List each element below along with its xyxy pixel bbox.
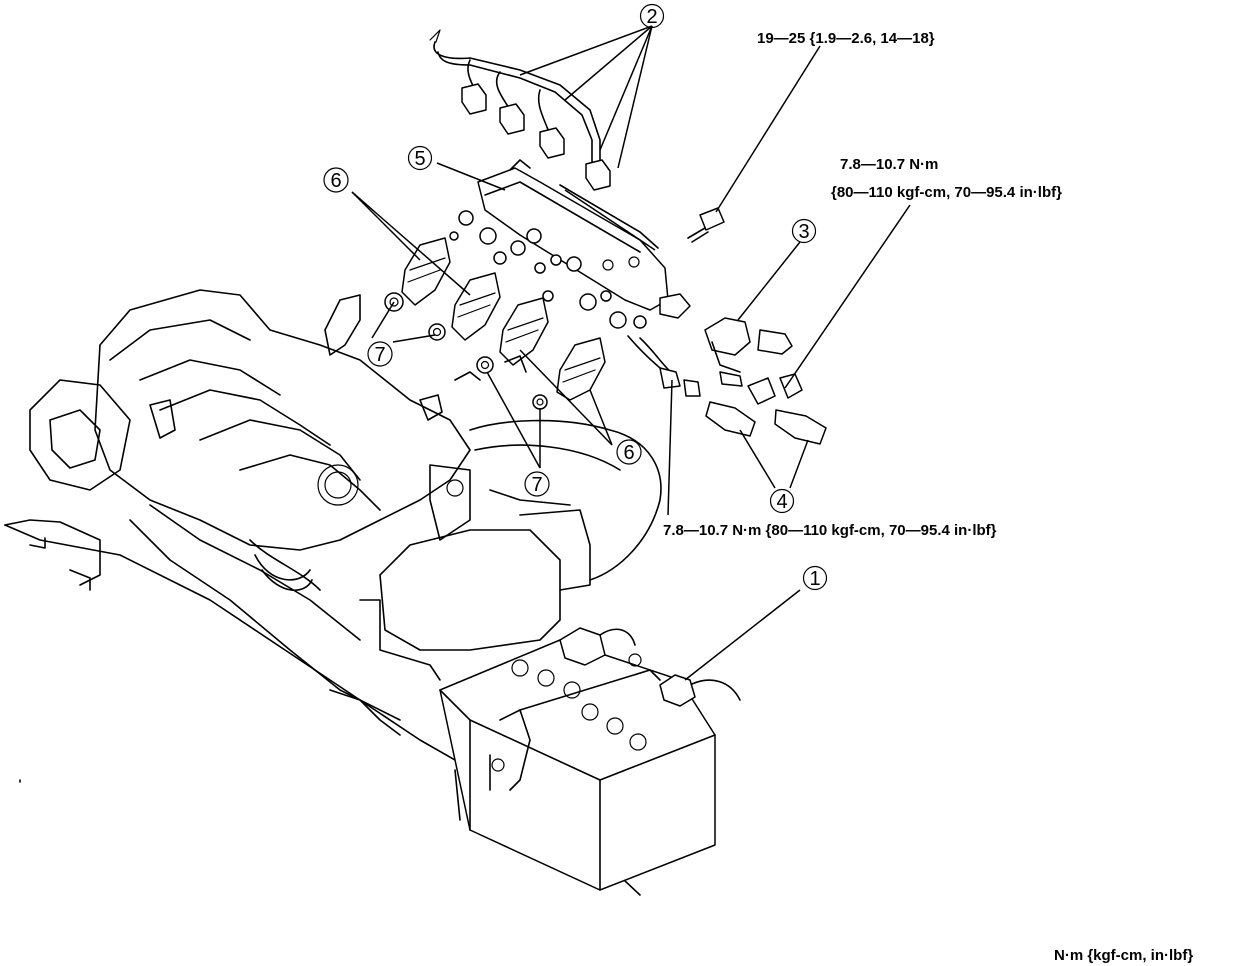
injector — [499, 297, 549, 366]
callout-number: 6 — [330, 170, 341, 192]
leader-lines — [351, 25, 911, 681]
callout-number: 2 — [646, 6, 657, 28]
battery — [439, 627, 741, 891]
torque-label-bolt: 19—25 {1.9—2.6, 14—18} — [757, 30, 935, 47]
injector — [451, 272, 501, 341]
callout-4: 4 — [769, 488, 795, 514]
callout-number: 7 — [531, 474, 542, 496]
engine-brackets — [324, 294, 527, 421]
fuel-hoses — [627, 293, 827, 445]
callout-2: 2 — [639, 3, 665, 29]
callout-number: 3 — [798, 221, 809, 243]
callout-7-right: 7 — [524, 471, 550, 497]
callout-number: 6 — [623, 442, 634, 464]
callout-6-left: 6 — [323, 167, 349, 193]
callout-5: 5 — [407, 145, 433, 171]
callout-number: 4 — [776, 491, 787, 513]
callout-number: 1 — [809, 568, 820, 590]
pressure-regulator — [704, 317, 793, 373]
torque-label-regulator-line2: {80—110 kgf-cm, 70—95.4 in·lbf} — [831, 184, 1062, 201]
delivery-pipe-bolt — [687, 207, 725, 243]
units-note: N·m {kgf-cm, in·lbf} — [1054, 947, 1193, 964]
callout-number: 7 — [374, 344, 385, 366]
callout-7-left: 7 — [367, 341, 393, 367]
callout-6-right: 6 — [616, 439, 642, 465]
fuel-injectors — [401, 210, 647, 401]
torque-label-regulator-line1: 7.8—10.7 N·m — [840, 156, 938, 173]
injector-wiring-harness — [429, 29, 611, 191]
engine-body-outline — [4, 289, 741, 896]
torque-label-injector-nuts: 7.8—10.7 N·m {80—110 kgf-cm, 70—95.4 in·… — [663, 522, 997, 539]
callout-3: 3 — [791, 218, 817, 244]
callout-number: 5 — [414, 148, 425, 170]
injector — [401, 237, 451, 306]
callout-1: 1 — [802, 565, 828, 591]
fuel-delivery-pipe — [477, 159, 669, 311]
injector — [556, 337, 606, 401]
